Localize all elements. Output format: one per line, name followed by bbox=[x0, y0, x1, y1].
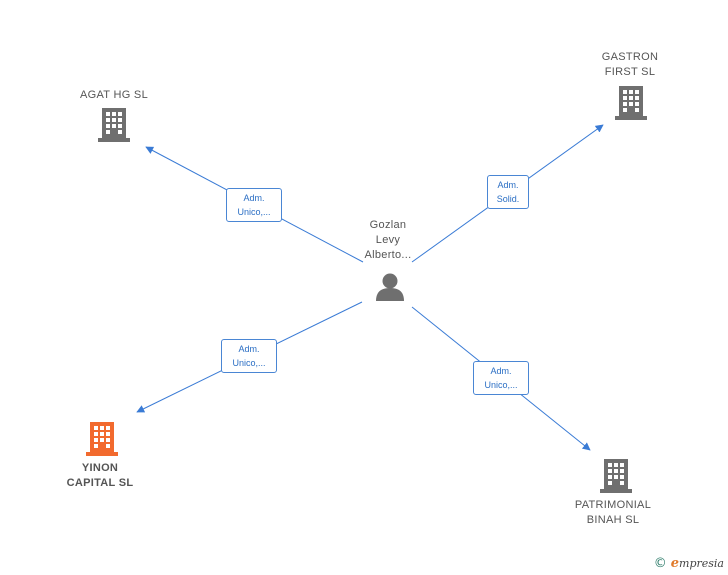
relation-badge-yinon[interactable]: Adm. Unico,... bbox=[221, 339, 277, 373]
building-icon-agat[interactable] bbox=[98, 108, 130, 142]
brand-mark: e bbox=[670, 556, 680, 571]
relation-badge-gastron[interactable]: Adm. Solid. bbox=[487, 175, 529, 209]
company-label-yinon[interactable]: YINON CAPITAL SL bbox=[66, 462, 134, 489]
company-label-gastron[interactable]: GASTRON FIRST SL bbox=[601, 51, 659, 78]
building-icon-yinon[interactable] bbox=[86, 422, 118, 456]
company-label-patrimonial[interactable]: PATRIMONIAL BINAH SL bbox=[574, 499, 652, 526]
copyright-icon: © bbox=[653, 556, 667, 571]
brand-logo: ©empresia bbox=[654, 556, 724, 571]
building-icon-patrimonial[interactable] bbox=[600, 459, 632, 493]
company-label-agat[interactable]: AGAT HG SL bbox=[79, 89, 148, 101]
brand-name: mpresia bbox=[679, 557, 724, 570]
building-icon-gastron[interactable] bbox=[615, 86, 647, 120]
relation-badge-patrimonial[interactable]: Adm. Unico,... bbox=[473, 361, 529, 395]
relation-badge-agat[interactable]: Adm. Unico,... bbox=[226, 188, 282, 222]
person-name[interactable]: Gozlan Levy Alberto... bbox=[364, 219, 412, 261]
person-icon[interactable] bbox=[376, 273, 404, 302]
